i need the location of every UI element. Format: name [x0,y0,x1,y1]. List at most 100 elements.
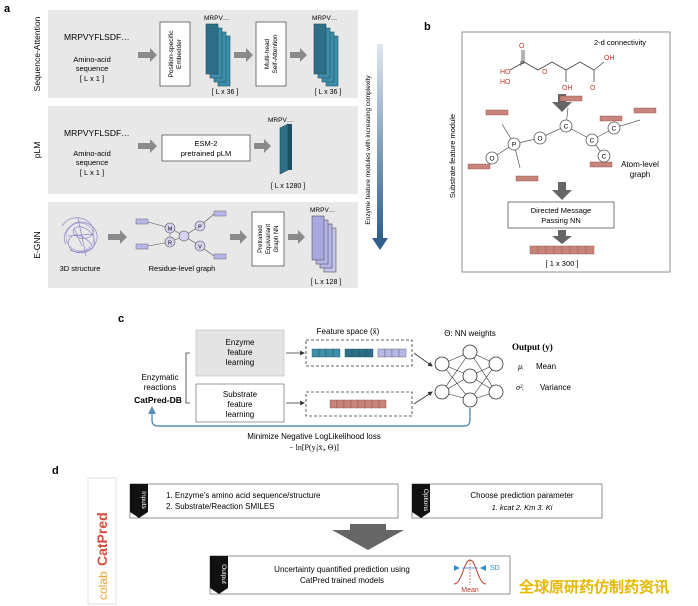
row3-egnn-l2: Equivariant [266,224,272,254]
row3-embedding-stack [311,215,337,273]
complexity-label: Enzyme feature modules with increasing c… [365,75,372,225]
features-to-nn-arrow-1 [413,352,433,367]
inputs-tag [130,484,148,518]
row2-esm-box [161,134,251,162]
row2-sequence: MRPVYFLSDF… [64,128,130,138]
panel-b-arrow-2 [552,182,572,200]
molecule-oh-4: OH [604,55,615,62]
molecule-oh: HO [500,69,511,76]
row2-out-dim: [ L x 1280 ] [271,183,305,190]
row1-out2-label: MRPV… [312,15,337,22]
molecule-o-3: O [590,85,596,92]
panel-label-b: b [424,21,431,33]
complexity-arrow [372,44,388,250]
enzyme-feature-l2: feature [228,348,253,357]
atom-graph: C C C C O O P [467,95,657,182]
row1-arrow-1 [138,48,157,62]
feedback-loop [151,408,471,427]
catpred-logo-box [87,477,117,605]
substrate-feature-vector-box [305,391,413,417]
row1-attention-box [255,21,287,87]
row2-esm-l1: ESM-2 [195,139,218,148]
watermark: 全球原研药仿制药资讯 [518,578,669,596]
options-tag-label: Options [422,489,429,512]
atom-node-label: O [537,136,542,143]
options-items: 1. kcat 2. Km 3. Ki [492,503,553,512]
panel-label-a: a [4,3,11,15]
row2-seq-desc-1: Amino-acid [73,149,111,158]
row3-graph-label: Residue-level graph [149,264,216,273]
row3-out-label: MRPV… [310,207,335,214]
output-tag [210,556,228,594]
atom-node-label: C [590,138,595,145]
loss-label: Minimize Negative LogLikelihood loss [247,432,380,441]
substrate-feature-l2: feature [228,400,253,409]
residue-graph: M R P V [135,210,227,260]
atom-node-label: C [564,124,569,131]
output-box [209,555,511,595]
enzyme-feature-vector-box [305,339,413,367]
row1-attention-l1: Multi-head [264,38,271,69]
panel-d-down-arrow [332,524,404,550]
substrate-module-label: Substrate feature module [448,114,457,198]
sd-label: SD [490,565,500,572]
row1-out1-dim: [ L x 36 ] [212,89,239,96]
atom-graph-label-1: Atom-level [621,160,659,169]
panel-b-arrow-1 [552,94,572,112]
dmpnn-box [507,201,615,229]
variance-label: Variance [540,383,572,392]
row1-panel [48,10,358,98]
row3-arrow-2 [230,230,247,244]
features-to-nn-arrow-2 [413,391,433,405]
enzyme-feature-l3: learning [226,358,254,367]
mean-dist-label: Mean [461,587,479,594]
row2-esm-l2: pretrained pLM [181,149,231,158]
mean-symbol: μᵢ [517,362,523,371]
row3-arrow-3 [288,230,305,244]
molecule-o: O [519,43,525,50]
row2-out-label: MRPV… [268,117,293,124]
variance-symbol: σ²ᵢ [516,383,524,392]
graph-node-label: M [168,227,173,233]
input-item-2: 2. Substrate/Reaction SMILES [166,502,275,511]
dmpnn-l1: Directed Message [531,206,591,215]
input-item-1: 1. Enzyme's amino acid sequence/structur… [166,491,321,500]
row2-seq-dim: [ L x 1 ] [80,168,104,177]
row2-seq-desc-2: sequence [76,158,109,167]
enzyme-feature-box [195,329,285,377]
inputs-tag-label: Inputs [140,491,147,509]
substrate-out-dim: [ 1 x 300 ] [546,259,579,268]
feedback-loop-arrowhead [148,406,156,414]
connectivity-label: 2-d connectivity [594,38,646,47]
output-text-1: Uncertainty quantified prediction using [274,565,410,574]
row3-egnn-l3: Graph NN [274,225,280,252]
row1-seq-desc-1: Amino-acid [73,55,111,64]
substrate-embedding-vector [529,245,595,255]
row1-out2-dim: [ L x 36 ] [315,89,342,96]
graph-node-label: V [198,245,202,251]
graph-node-label: R [168,241,172,247]
substrate-feature-l3: learning [226,410,254,419]
molecule-o-2: O [542,69,548,76]
dmpnn-l2: Passing NN [541,216,581,225]
molecule-oh-2: HO [500,79,511,86]
enzyme-feature-vector [311,348,407,358]
row1-seq-dim: [ L x 1 ] [80,74,104,83]
atom-graph-label-2: graph [630,170,650,179]
molecule-icon [509,50,605,82]
row2-embedding-stack [279,123,292,175]
row1-arrow-3 [290,48,307,62]
row1-sequence: MRPVYFLSDF… [64,32,130,42]
atom-node-label: O [489,156,494,163]
output-label: Output (y) [512,342,553,352]
row3-out-dim: [ L x 128 ] [311,279,342,286]
inputs-box [129,483,399,519]
atom-node-label: P [512,142,516,149]
options-title: Choose prediction parameter [470,491,574,500]
reactions-l2: reactions [144,383,176,392]
row1-seq-desc-2: sequence [76,64,109,73]
options-tag [412,484,430,518]
row2-arrow-2 [254,139,271,153]
row2-side-label: pLM [32,142,42,159]
